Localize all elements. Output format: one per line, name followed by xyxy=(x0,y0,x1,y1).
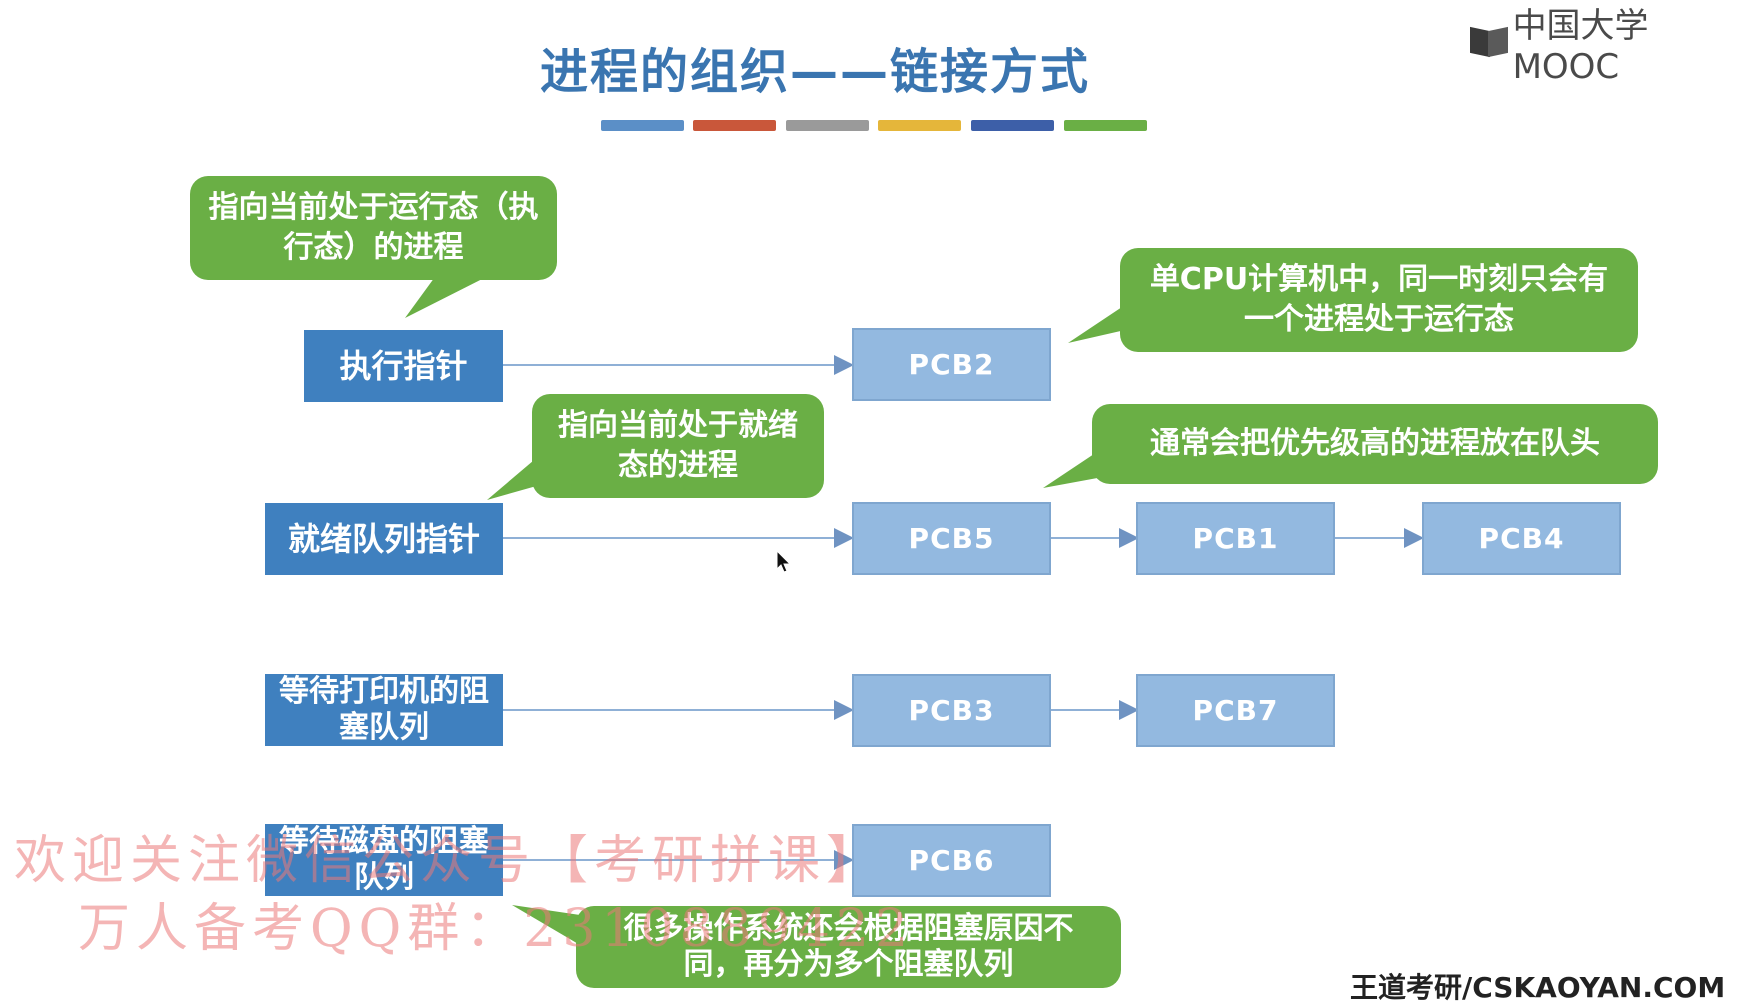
title-bar-segment xyxy=(786,120,869,131)
pcb4-box: PCB4 xyxy=(1422,502,1621,575)
callout-priority-text: 通常会把优先级高的进程放在队头 xyxy=(1150,426,1600,461)
callout-tail-multiple xyxy=(512,905,580,945)
footer-brand: 王道考研/CSKAOYAN.COM xyxy=(1350,971,1726,1004)
callout-tail-ready xyxy=(487,455,540,500)
pcb7-box: PCB7 xyxy=(1136,674,1335,747)
pcb5-box: PCB5 xyxy=(852,502,1051,575)
callout-priority-head: 通常会把优先级高的进程放在队头 xyxy=(1092,404,1658,484)
callout-ready-pointer: 指向当前处于就绪态的进程 xyxy=(532,394,824,498)
pcb1-label: PCB1 xyxy=(1192,522,1279,555)
ready-pointer-label: 就绪队列指针 xyxy=(287,520,480,558)
mooc-logo-text: 中国大学MOOC xyxy=(1512,5,1649,87)
callout-running-pointer: 指向当前处于运行态（执行态）的进程 xyxy=(190,176,557,280)
pcb3-label: PCB3 xyxy=(908,694,995,727)
pcb4-label: PCB4 xyxy=(1478,522,1565,555)
callout-single-cpu-text: 单CPU计算机中，同一时刻只会有一个进程处于运行态 xyxy=(1149,262,1609,337)
pcb2-box: PCB2 xyxy=(852,328,1051,401)
printer-queue-box: 等待打印机的阻塞队列 xyxy=(265,674,503,746)
slide-title: 进程的组织——链接方式 xyxy=(540,44,1091,100)
callout-single-cpu: 单CPU计算机中，同一时刻只会有一个进程处于运行态 xyxy=(1120,248,1638,352)
watermark-line-2: 万人备考QQ群：2310889422 xyxy=(78,899,915,959)
title-bar-segment xyxy=(878,120,961,131)
printer-queue-label: 等待打印机的阻塞队列 xyxy=(279,674,489,745)
mouse-cursor-icon xyxy=(776,550,792,573)
ready-pointer-box: 就绪队列指针 xyxy=(265,503,503,575)
disk-queue-box: 等待磁盘的阻塞队列 xyxy=(265,824,503,896)
title-bar-segment xyxy=(971,120,1054,131)
pcb6-box: PCB6 xyxy=(852,824,1051,897)
pcb2-label: PCB2 xyxy=(908,348,995,381)
title-bar-segment xyxy=(601,120,684,131)
pcb1-box: PCB1 xyxy=(1136,502,1335,575)
callout-multiple-queues: 很多操作系统还会根据阻塞原因不同，再分为多个阻塞队列 xyxy=(576,906,1121,988)
exec-pointer-box: 执行指针 xyxy=(304,330,503,402)
exec-pointer-label: 执行指针 xyxy=(339,347,468,385)
pcb5-label: PCB5 xyxy=(908,522,995,555)
pcb3-box: PCB3 xyxy=(852,674,1051,747)
pcb6-label: PCB6 xyxy=(908,844,995,877)
callout-running-text: 指向当前处于运行态（执行态）的进程 xyxy=(208,190,539,265)
mooc-logo-icon xyxy=(1470,26,1508,58)
mooc-logo: 中国大学MOOC xyxy=(1470,6,1746,87)
callout-tail-single-cpu xyxy=(1068,305,1125,343)
title-bar-segment xyxy=(1064,120,1147,131)
callout-tail-running xyxy=(405,270,500,318)
callout-multiple-text: 很多操作系统还会根据阻塞原因不同，再分为多个阻塞队列 xyxy=(623,911,1074,982)
watermark-line-1: 欢迎关注微信公众号【考研拼课】 xyxy=(14,831,885,891)
disk-queue-label: 等待磁盘的阻塞队列 xyxy=(279,824,489,895)
callout-ready-text: 指向当前处于就绪态的进程 xyxy=(558,408,798,483)
pcb7-label: PCB7 xyxy=(1192,694,1279,727)
title-bar-segment xyxy=(693,120,776,131)
